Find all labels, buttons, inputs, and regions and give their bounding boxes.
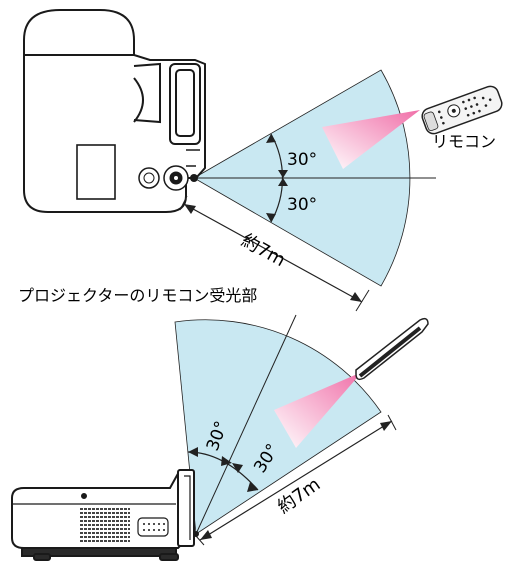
top-arc-arrow-mid2 [278, 178, 288, 186]
bottom-remote-beam [274, 372, 362, 448]
top-distance-line [183, 203, 363, 303]
bottom-arc-arrow-mid2 [232, 463, 243, 473]
bottom-arc-arrow-left [188, 447, 198, 457]
bottom-distance-ext-near [195, 535, 205, 546]
bottom-arc-arrow-right [247, 482, 258, 492]
bottom-remote-control [355, 317, 429, 381]
top-angle-lower-label: 30° [287, 195, 317, 215]
bottom-distance-ext-far [387, 414, 397, 431]
top-projector [23, 9, 206, 213]
bottom-distance-arrow-near [200, 530, 212, 540]
top-distance-ext-near [179, 195, 188, 211]
bottom-distance-line [199, 420, 393, 541]
top-distance-label: 約7m [238, 230, 289, 271]
top-receiver-sensor [190, 174, 198, 182]
top-distance-ext-far [355, 289, 370, 312]
top-angle-upper-label: 30° [287, 150, 317, 170]
bottom-distance-label: 約7m [274, 474, 325, 518]
top-arc-arrow-lower [266, 213, 276, 222]
bottom-reception-fan [174, 319, 382, 535]
top-arc-arrow-upper [266, 134, 276, 143]
bottom-arc-arrow-mid1 [221, 456, 232, 466]
bottom-center-axis [195, 314, 297, 535]
top-angle-arc [270, 133, 284, 223]
top-remote-control [421, 85, 503, 135]
top-projector-buttons [138, 165, 189, 191]
top-arc-arrow-mid1 [278, 170, 288, 178]
bottom-projector-vents [80, 508, 169, 542]
top-remote-label: リモコン [432, 132, 496, 151]
bottom-distance-arrow-far [380, 421, 392, 431]
bottom-receiver-sensor [193, 531, 199, 537]
top-distance-arrow-far [350, 292, 362, 302]
top-distance-arrow-near [184, 204, 196, 214]
top-remote-beam [322, 110, 420, 169]
receiver-caption: プロジェクターのリモコン受光部 [18, 286, 257, 305]
